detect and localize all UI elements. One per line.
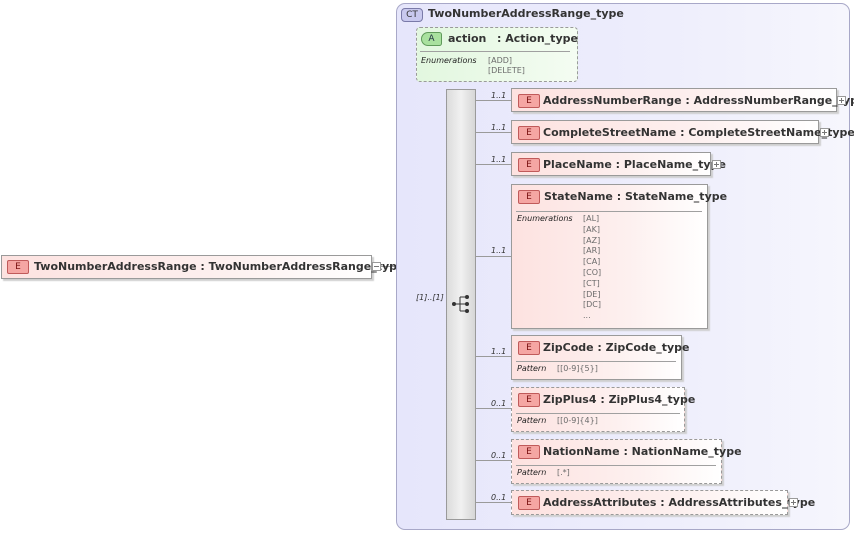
child-connector [476,408,511,409]
child-connector [476,164,511,165]
expand-toggle[interactable] [789,498,798,507]
element-badge: E [518,190,540,204]
root-element[interactable]: E TwoNumberAddressRange : TwoNumberAddre… [1,255,404,279]
facet-value: [AL] [583,214,600,223]
element-cardinality: 0..1 [491,399,507,408]
attribute-type: : Action_type [497,32,578,45]
attribute-name: action [448,32,487,45]
facet-value: [AZ] [583,235,601,245]
element-cardinality: 1..1 [491,123,507,132]
element-cardinality: 0..1 [491,493,507,502]
facet-separator [516,413,680,414]
element-name: NationName : NationName_type [543,445,742,458]
collapse-toggle[interactable] [372,262,381,271]
element-zip-code[interactable]: E ZipCode : ZipCode_type Pattern [[0-9]{… [511,335,690,380]
child-connector [476,100,511,101]
element-cardinality: 0..1 [491,451,507,460]
child-connector [476,356,511,357]
attribute-facet-label: Enumerations [421,56,477,65]
facet-separator [516,465,716,466]
facet-label: Pattern [517,364,547,373]
facet-value: [AR] [583,246,601,256]
element-badge: E [518,126,540,140]
element-name: StateName : StateName_type [544,190,728,203]
element-badge: E [518,393,540,407]
sequence-cardinality: [1]..[1] [416,293,444,302]
facet-value: [.*] [557,468,570,477]
element-badge: E [518,445,540,459]
expand-toggle[interactable] [837,96,846,105]
element-complete-street-name[interactable]: E CompleteStreetName : CompleteStreetNam… [511,120,854,144]
root-element-name: TwoNumberAddressRange : TwoNumberAddress… [34,260,405,273]
facet-value: [AK] [583,224,600,234]
element-name: CompleteStreetName : CompleteStreetName_… [543,126,854,139]
facet-values: [AL] [AK] [AZ] [AR] [CA] [CO] [CT] [DE] … [583,214,601,322]
child-connector [476,502,511,503]
element-name: ZipCode : ZipCode_type [543,341,690,354]
element-badge: E [518,341,540,355]
element-cardinality: 1..1 [491,246,507,255]
complex-type-name: TwoNumberAddressRange_type [428,7,624,20]
element-zip-plus4[interactable]: E ZipPlus4 : ZipPlus4_type Pattern [[0-9… [511,387,695,432]
attribute-separator [420,51,570,52]
element-cardinality: 1..1 [491,91,507,100]
facet-separator [516,361,676,362]
facet-label: Enumerations [517,214,573,223]
element-badge: E [518,496,540,510]
element-cardinality: 1..1 [491,347,507,356]
element-name: AddressAttributes : AddressAttributes_ty… [543,496,816,509]
facet-value: [DE] [583,289,601,299]
child-connector [476,256,511,257]
facet-value: ... [583,311,591,321]
element-state-name[interactable]: E StateName : StateName_type Enumeration… [511,184,727,329]
element-badge: E [518,158,540,172]
expand-toggle[interactable] [820,128,829,137]
facet-label: Pattern [517,468,547,477]
facet-value: [CT] [583,278,600,288]
element-name: AddressNumberRange : AddressNumberRange_… [543,94,854,107]
attribute-value: [ADD] [488,56,513,65]
facet-value: [CO] [583,267,602,277]
child-connector [476,460,511,461]
facet-value: [[0-9]{4}] [557,416,598,425]
facet-value: [[0-9]{5}] [557,364,598,373]
expand-toggle[interactable] [712,160,721,169]
element-address-attributes[interactable]: E AddressAttributes : AddressAttributes_… [511,490,815,515]
attribute-badge: A [421,32,442,46]
element-address-number-range[interactable]: E AddressNumberRange : AddressNumberRang… [511,88,854,112]
root-connector [381,266,406,267]
facet-value: [CA] [583,257,601,267]
facet-value: [DC] [583,300,601,310]
complex-type-badge: CT [401,8,423,22]
sequence-compositor-icon[interactable] [451,294,471,314]
element-nation-name[interactable]: E NationName : NationName_type Pattern [… [511,439,742,484]
attribute-value: [DELETE] [488,66,525,75]
attribute-box[interactable] [416,27,578,82]
element-badge: E [518,94,540,108]
element-badge: E [7,260,29,274]
element-name: ZipPlus4 : ZipPlus4_type [543,393,696,406]
element-cardinality: 1..1 [491,155,507,164]
child-connector [476,132,511,133]
facet-separator [516,211,702,212]
element-name: PlaceName : PlaceName_type [543,158,726,171]
element-place-name[interactable]: E PlaceName : PlaceName_type [511,152,726,176]
facet-label: Pattern [517,416,547,425]
